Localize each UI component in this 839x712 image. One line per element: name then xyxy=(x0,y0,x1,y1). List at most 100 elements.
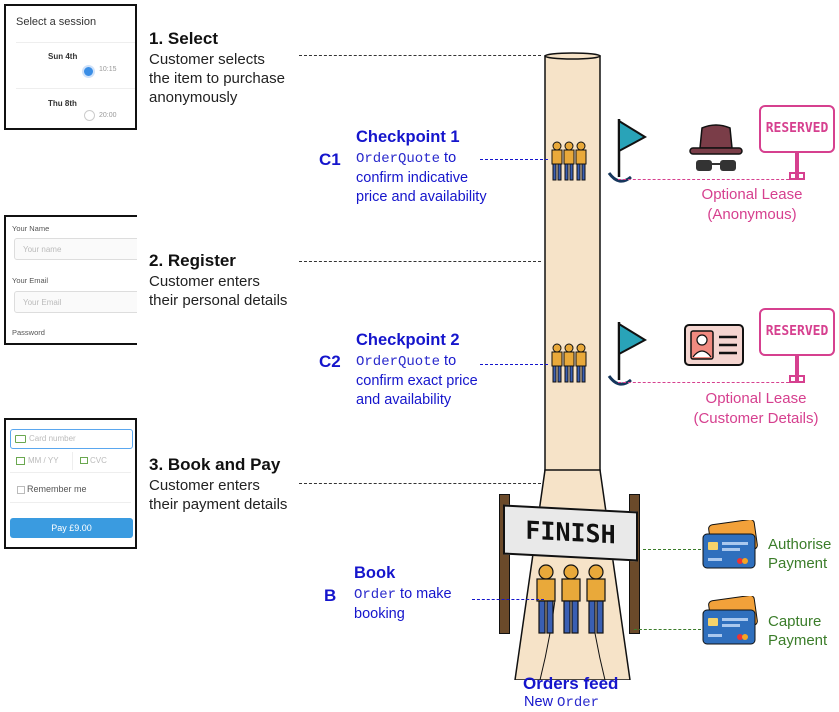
checkpoint-2-line1: to xyxy=(440,353,457,369)
step-2-desc: Customer enters their personal details xyxy=(149,272,287,310)
reserved-sign: RESERVED xyxy=(759,105,835,153)
checkpoint-2-line: and availability xyxy=(356,392,452,408)
book-line1: to make xyxy=(396,586,452,602)
sign-post xyxy=(795,356,799,382)
checkpoint-1-title: Checkpoint 1 xyxy=(356,128,460,146)
card-icon xyxy=(15,435,26,443)
session-day: Sun 4th xyxy=(48,52,78,61)
credit-card-icon xyxy=(702,520,758,569)
password-label: Password xyxy=(12,328,45,337)
divider xyxy=(10,472,131,473)
sign-post-cap xyxy=(789,375,805,383)
step-3-desc: Customer enters their payment details xyxy=(149,476,287,514)
book-letter: B xyxy=(324,586,337,605)
email-label: Your Email xyxy=(12,276,48,285)
capture-connector xyxy=(634,629,701,630)
session-panel: Select a session Sun 4th 10:15 Thu 8th 2… xyxy=(4,4,137,130)
lease-2-line: (Customer Details) xyxy=(693,410,819,427)
divider xyxy=(16,42,135,43)
checkpoint-2-code: OrderQuote xyxy=(356,354,441,370)
lease-1-line: Optional Lease xyxy=(701,186,803,203)
session-time: 20:00 xyxy=(99,112,117,119)
checkpoint-1-line1: to xyxy=(440,150,457,166)
divider xyxy=(72,452,73,470)
finish-post-right xyxy=(629,494,640,634)
checkpoint-1-connector xyxy=(480,159,548,160)
checkpoint-2-connector xyxy=(480,364,548,365)
capture-line: Payment xyxy=(768,632,828,649)
remember-checkbox[interactable] xyxy=(17,486,25,494)
orders-feed-sub: New Order xyxy=(524,694,599,711)
flag-icon xyxy=(607,322,648,386)
track-top xyxy=(544,52,601,60)
id-card-icon xyxy=(684,324,744,366)
name-label: Your Name xyxy=(12,224,50,233)
lock-icon xyxy=(80,457,88,464)
step-3-connector xyxy=(299,483,541,484)
register-panel: Your Name Your name Your Email Your Emai… xyxy=(4,215,137,345)
email-field[interactable]: Your Email xyxy=(14,291,137,313)
step-2-line: Customer enters xyxy=(149,273,260,290)
flag-icon xyxy=(607,119,648,183)
checkpoint-1-letter: C1 xyxy=(319,150,341,169)
checkpoint-2-desc: OrderQuote to confirm exact price and av… xyxy=(356,352,478,410)
finish-banner-text: FINISH xyxy=(525,515,616,550)
authorise-line: Authorise xyxy=(768,536,832,553)
reserved-sign-text: RESERVED xyxy=(765,324,829,339)
step-1-desc: Customer selects the item to purchase an… xyxy=(149,50,285,107)
runners-group-1 xyxy=(551,141,587,181)
cvc-field[interactable]: CVC xyxy=(90,456,107,465)
name-field[interactable]: Your name xyxy=(14,238,137,260)
orders-feed-code: Order xyxy=(557,695,600,711)
radio-selected[interactable] xyxy=(82,65,95,78)
lease-1-connector xyxy=(618,179,794,180)
session-time: 10:15 xyxy=(99,66,117,73)
checkpoint-1-desc: OrderQuote to confirm indicative price a… xyxy=(356,149,487,207)
credit-card-icon xyxy=(702,596,758,645)
orders-feed-prefix: New xyxy=(524,694,558,710)
step-1-title: 1. Select xyxy=(149,29,218,48)
card-number-field[interactable]: Card number xyxy=(10,429,133,449)
book-desc: Order to make booking xyxy=(354,585,452,624)
step-2-title: 2. Register xyxy=(149,251,236,270)
authorise-line: Payment xyxy=(768,555,828,572)
step-1-line: the item to purchase xyxy=(149,70,285,87)
lease-1-line: (Anonymous) xyxy=(707,206,797,223)
session-panel-title: Select a session xyxy=(16,16,97,28)
checkpoint-1-code: OrderQuote xyxy=(356,151,441,167)
step-3-line: Customer enters xyxy=(149,477,260,494)
anonymous-icon xyxy=(689,124,743,171)
step-2-connector xyxy=(299,261,541,262)
step-1-line: anonymously xyxy=(149,89,238,106)
authorise-connector xyxy=(643,549,701,550)
runners-group-2 xyxy=(551,343,587,383)
sign-post xyxy=(795,153,799,179)
radio-unselected[interactable] xyxy=(84,110,95,121)
checkpoint-1-line: price and availability xyxy=(356,189,487,205)
lease-1-label: Optional Lease (Anonymous) xyxy=(676,185,828,225)
sign-post-cap xyxy=(789,172,805,180)
book-code: Order xyxy=(354,587,397,603)
book-line: booking xyxy=(354,606,405,622)
password-field[interactable] xyxy=(14,343,137,345)
finish-banner: FINISH xyxy=(503,504,638,562)
finish-post-left xyxy=(499,494,510,634)
checkpoint-2-letter: C2 xyxy=(319,352,341,371)
step-1-line: Customer selects xyxy=(149,51,265,68)
lease-2-line: Optional Lease xyxy=(705,390,807,407)
step-3-title: 3. Book and Pay xyxy=(149,455,281,474)
step-2-line: their personal details xyxy=(149,292,288,309)
calendar-icon xyxy=(16,457,25,465)
book-connector xyxy=(472,599,544,600)
checkpoint-2-title: Checkpoint 2 xyxy=(356,331,460,349)
expiry-field[interactable]: MM / YY xyxy=(28,456,59,465)
divider xyxy=(10,502,131,503)
checkpoint-2-line: confirm exact price xyxy=(356,373,478,389)
runners-group-finish xyxy=(536,564,606,634)
session-day: Thu 8th xyxy=(48,99,77,108)
track xyxy=(544,55,601,527)
pay-button[interactable]: Pay £9.00 xyxy=(10,518,133,538)
divider xyxy=(16,88,135,89)
reserved-sign: RESERVED xyxy=(759,308,835,356)
lease-2-connector xyxy=(618,382,794,383)
